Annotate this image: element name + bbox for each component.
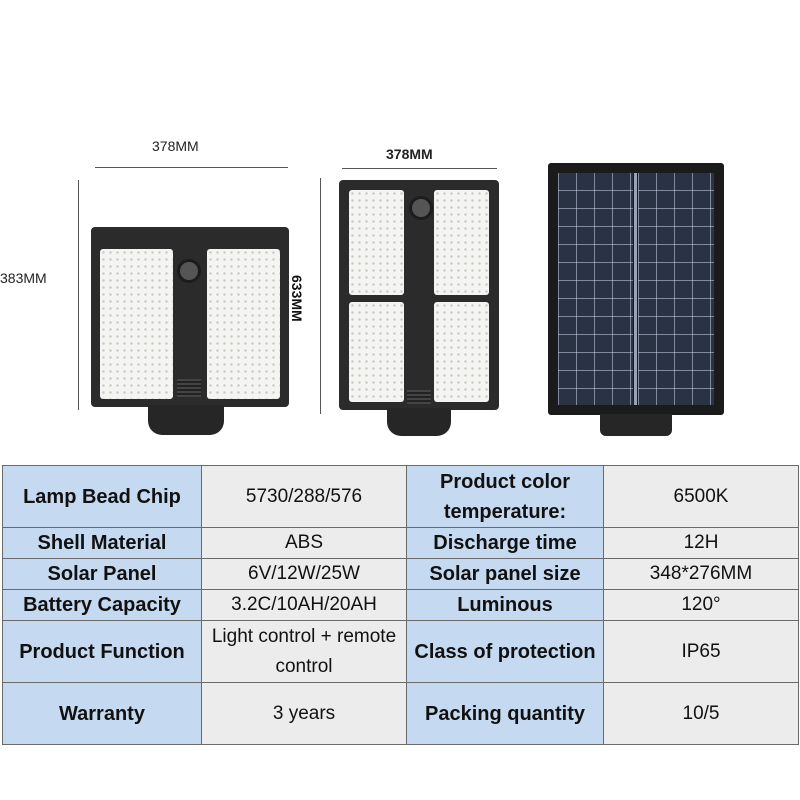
lamp-2-mount	[387, 408, 451, 436]
lamp-1-body	[91, 227, 289, 407]
lamp-1-panel-right	[207, 249, 280, 399]
spec-label: Discharge time	[406, 527, 604, 559]
lamp2-width-line	[342, 168, 497, 169]
spec-value: ABS	[201, 527, 407, 559]
lamp1-height-line	[78, 180, 79, 410]
solar-panel-mount	[600, 414, 672, 436]
lamp2-height-line	[320, 178, 321, 414]
spec-label: Shell Material	[2, 527, 202, 559]
lamp2-height-label: 633MM	[289, 275, 305, 322]
lamp2-width-label: 378MM	[386, 146, 433, 162]
lamp-2-body	[339, 180, 499, 410]
spec-value: 5730/288/576	[201, 465, 407, 528]
lamp-2-sensor-icon	[409, 196, 433, 220]
lamp-2-panel-bottom-right	[434, 302, 489, 402]
spec-label: Luminous	[406, 589, 604, 621]
spec-value: 120°	[603, 589, 799, 621]
spec-value: 3.2C/10AH/20AH	[201, 589, 407, 621]
spec-label: Warranty	[2, 682, 202, 745]
spec-value: 6V/12W/25W	[201, 558, 407, 590]
lamp-1-vent	[177, 379, 201, 397]
lamp-2-panel-top-left	[349, 190, 404, 295]
lamp-2-vent	[407, 390, 431, 404]
spec-label: Battery Capacity	[2, 589, 202, 621]
spec-value: 3 years	[201, 682, 407, 745]
spec-label: Class of protection	[406, 620, 604, 683]
lamp1-width-line	[95, 167, 288, 168]
solar-panel-cells-right	[638, 173, 714, 405]
spec-label: Lamp Bead Chip	[2, 465, 202, 528]
solar-panel	[548, 163, 724, 415]
lamp-2-panel-top-right	[434, 190, 489, 295]
spec-label: Product color temperature:	[406, 465, 604, 528]
spec-value: Light control + remote control	[201, 620, 407, 683]
solar-panel-cells-left	[558, 173, 633, 405]
spec-value: 12H	[603, 527, 799, 559]
lamp-1-mount	[148, 405, 224, 435]
spec-label: Product Function	[2, 620, 202, 683]
spec-label: Solar panel size	[406, 558, 604, 590]
spec-value: IP65	[603, 620, 799, 683]
spec-label: Packing quantity	[406, 682, 604, 745]
spec-value: 6500K	[603, 465, 799, 528]
lamp-1-sensor-icon	[177, 259, 201, 283]
spec-value: 348*276MM	[603, 558, 799, 590]
spec-value: 10/5	[603, 682, 799, 745]
solar-panel-divider	[634, 173, 637, 405]
spec-label: Solar Panel	[2, 558, 202, 590]
lamp-2-panel-bottom-left	[349, 302, 404, 402]
lamp1-height-label: 383MM	[0, 270, 47, 286]
lamp1-width-label: 378MM	[152, 138, 199, 154]
lamp-1-panel-left	[100, 249, 173, 399]
